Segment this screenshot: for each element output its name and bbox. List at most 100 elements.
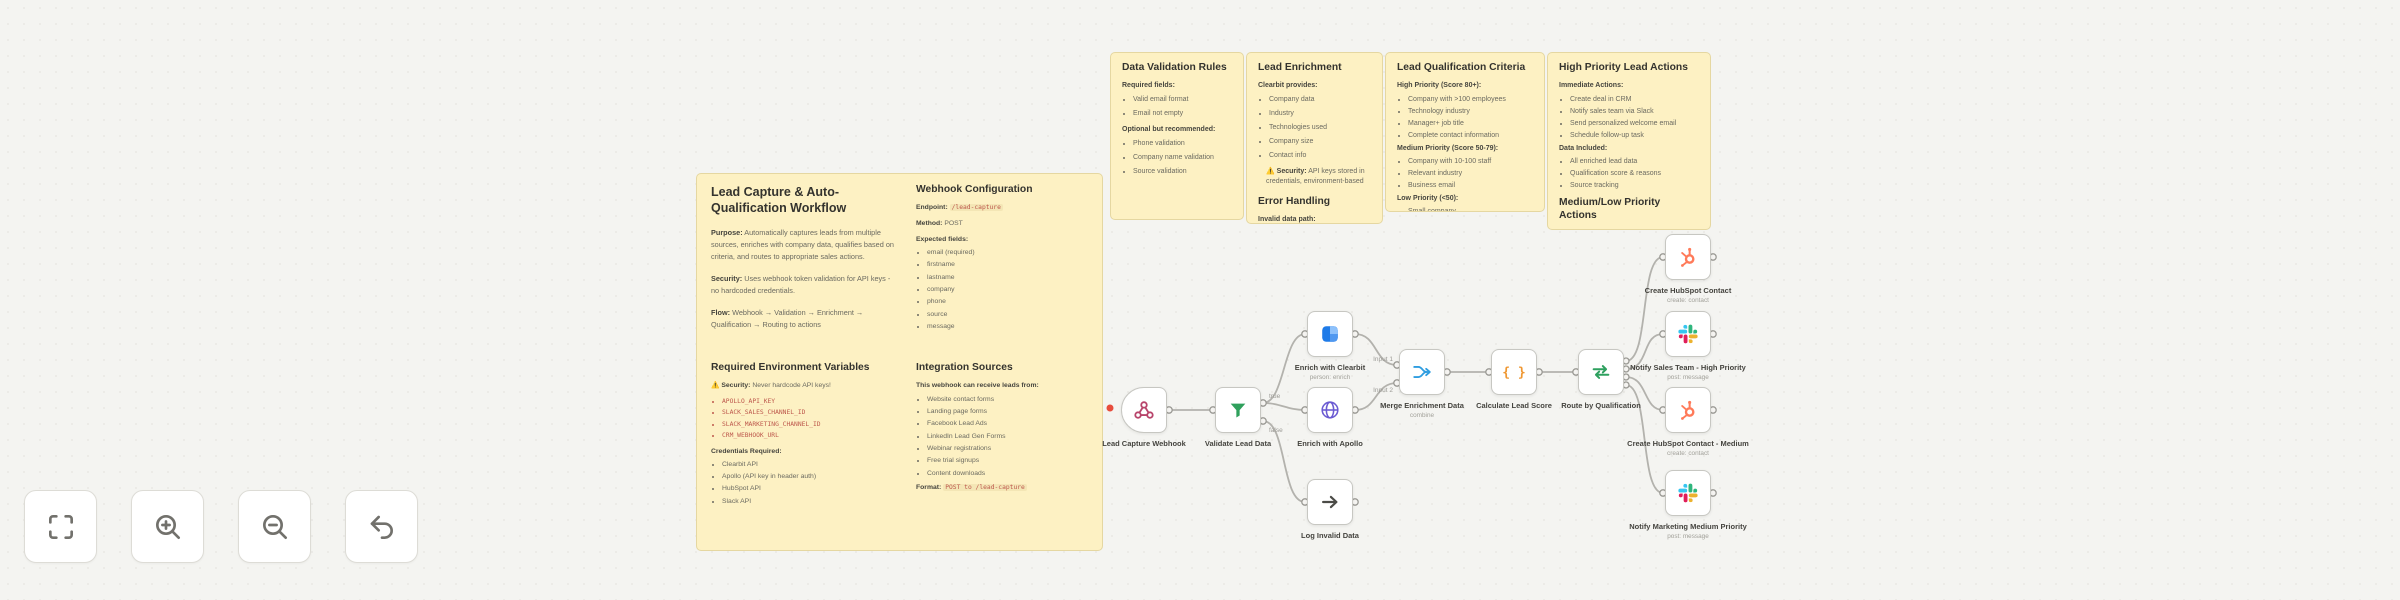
node-enrich-with-clearbit[interactable]: Enrich with Clearbit person: enrich	[1295, 311, 1365, 382]
method-line: Method: POST	[916, 219, 963, 227]
bullet-item: email (required)	[927, 248, 1092, 258]
node-notify-marketing-medium[interactable]: Notify Marketing Medium Priority post: m…	[1629, 470, 1747, 541]
high-actions-heading: High Priority Lead Actions	[1559, 62, 1688, 73]
integrations-intro: This webhook can receive leads from:	[916, 382, 1039, 390]
validation-heading: Data Validation Rules	[1122, 62, 1227, 73]
node-log-invalid-data[interactable]: Log Invalid Data	[1301, 479, 1359, 541]
node-notify-sales-team-high[interactable]: Notify Sales Team - High Priority post: …	[1630, 311, 1746, 382]
bullet-item: Notify sales team via Slack	[1570, 107, 1699, 117]
slack-icon	[1678, 483, 1698, 503]
bullet-item: Create deal in CRM	[1570, 95, 1699, 105]
bullet-item: Source validation	[1133, 167, 1232, 177]
bullet-item: phone	[927, 297, 1092, 307]
data-included-heading: Data Included:	[1559, 145, 1608, 153]
bullet-item: Contact info	[1269, 151, 1371, 161]
sticky-note-enrichment[interactable]: Lead Enrichment Clearbit provides: Compa…	[1246, 52, 1383, 224]
flow-label: Flow:	[711, 307, 731, 317]
http-request-globe-icon	[1321, 401, 1339, 419]
sticky-note-main[interactable]: Lead Capture & Auto-Qualification Workfl…	[696, 173, 1103, 551]
sticky-section-webhook-config: Webhook Configuration Endpoint: /lead-ca…	[916, 184, 1092, 337]
env-var-item: SLACK_SALES_CHANNEL_ID	[722, 408, 905, 417]
bullet-item: All enriched lead data	[1570, 157, 1699, 167]
bullet-item: Content downloads	[927, 469, 1092, 479]
provides-heading: Clearbit provides:	[1258, 82, 1318, 90]
sticky-note-validation-rules[interactable]: Data Validation Rules Required fields: V…	[1110, 52, 1244, 220]
bullet-item: Company with 10-100 staff	[1408, 157, 1533, 167]
node-merge-enrichment-data[interactable]: Merge Enrichment Data combine	[1380, 349, 1464, 420]
low-priority-list: Small companyPersonal emailIrrelevant in…	[1397, 207, 1533, 211]
node-validate-lead-data[interactable]: Validate Lead Data	[1205, 387, 1271, 449]
hubspot-icon	[1681, 247, 1695, 267]
bullet-item: Clearbit API	[722, 460, 905, 470]
node-label: Notify Sales Team - High Priority	[1630, 363, 1746, 372]
bullet-item: Schedule follow-up task	[1570, 131, 1699, 141]
sticky-note-qualification[interactable]: Lead Qualification Criteria High Priorit…	[1385, 52, 1545, 212]
node-label: Log Invalid Data	[1301, 531, 1359, 540]
bullet-item: Small company	[1408, 207, 1533, 211]
node-route-by-qualification[interactable]: Route by Qualification	[1561, 349, 1641, 411]
bullet-item: message	[927, 322, 1092, 332]
node-label: Calculate Lead Score	[1476, 401, 1552, 410]
bullet-item: Business email	[1408, 181, 1533, 191]
required-fields-list: Valid email formatEmail not empty	[1122, 95, 1232, 119]
node-enrich-with-apollo[interactable]: Enrich with Apollo	[1297, 387, 1363, 449]
optional-fields-list: Phone validationCompany name validationS…	[1122, 139, 1232, 177]
env-var-item: APOLLO_API_KEY	[722, 397, 905, 406]
node-subtitle: person: enrich	[1309, 373, 1351, 381]
webhook-status-dot	[1106, 404, 1114, 412]
merge-input1-label: Input 1	[1373, 356, 1393, 363]
zoom-in-button[interactable]	[131, 490, 204, 563]
node-label: Create HubSpot Contact	[1644, 286, 1732, 295]
node-calculate-lead-score[interactable]: { } Calculate Lead Score	[1476, 349, 1552, 411]
webhook-fields-list: email (required)firstnamelastnamecompany…	[916, 248, 1092, 332]
node-label: Enrich with Apollo	[1297, 439, 1363, 448]
enrichment-heading: Lead Enrichment	[1258, 62, 1342, 73]
security-text: Security: Uses webhook token validation …	[711, 273, 891, 295]
bullet-item: Send personalized welcome email	[1570, 119, 1699, 129]
switch-arrows-icon	[1592, 365, 1610, 379]
zoom-to-fit-button[interactable]	[24, 490, 97, 563]
sticky-section-env-vars: Required Environment Variables ⚠️ Securi…	[711, 362, 905, 512]
node-label: Merge Enrichment Data	[1380, 401, 1464, 410]
immediate-actions-heading: Immediate Actions:	[1559, 82, 1624, 90]
optional-fields-heading: Optional but recommended:	[1122, 126, 1216, 134]
bullet-item: Facebook Lead Ads	[927, 419, 1092, 429]
node-lead-capture-webhook[interactable]: Lead Capture Webhook	[1102, 387, 1186, 449]
bullet-item: Complete contact information	[1408, 131, 1533, 141]
slack-icon	[1678, 324, 1698, 344]
node-subtitle: combine	[1409, 411, 1435, 419]
high-priority-list: Company with >100 employeesTechnology in…	[1397, 95, 1533, 142]
filter-icon	[1230, 403, 1246, 418]
bullet-item: firstname	[927, 260, 1092, 270]
error-handling-heading: Error Handling	[1258, 195, 1331, 207]
zoom-out-icon	[262, 514, 287, 539]
data-included-list: All enriched lead dataQualification scor…	[1559, 157, 1699, 191]
bullet-item: LinkedIn Lead Gen Forms	[927, 432, 1092, 442]
node-create-hubspot-contact[interactable]: Create HubSpot Contact create: contact	[1645, 234, 1731, 305]
node-label: Notify Marketing Medium Priority	[1629, 522, 1747, 531]
bullet-item: Company with >100 employees	[1408, 95, 1533, 105]
bullet-item: Relevant industry	[1408, 169, 1533, 179]
bullet-item: Company data	[1269, 95, 1371, 105]
env-vars-heading: Required Environment Variables	[711, 362, 870, 373]
invalid-path-heading: Invalid data path:	[1258, 215, 1316, 223]
flow-text: Flow: Webhook → Validation → Enrichment …	[711, 307, 864, 329]
bullet-item: Webinar registrations	[927, 444, 1092, 454]
undo-button[interactable]	[345, 490, 418, 563]
bullet-item: Apollo (API key in header auth)	[722, 472, 905, 482]
high-priority-heading: High Priority (Score 80+):	[1397, 82, 1482, 90]
bullet-item: Industry	[1269, 109, 1371, 119]
fields-heading: Expected fields:	[916, 235, 969, 243]
node-create-hubspot-contact-medium[interactable]: Create HubSpot Contact - Medium create: …	[1627, 387, 1749, 458]
webhook-icon	[1134, 401, 1154, 419]
zoom-out-button[interactable]	[238, 490, 311, 563]
bullet-item: source	[927, 310, 1092, 320]
bullet-item: Valid email format	[1133, 95, 1232, 105]
sticky-note-lead-actions[interactable]: High Priority Lead Actions Immediate Act…	[1547, 52, 1711, 230]
credentials-heading: Credentials Required:	[711, 447, 782, 455]
required-fields-heading: Required fields:	[1122, 82, 1175, 90]
credentials-list: Clearbit API Apollo (API key in header au…	[711, 460, 905, 507]
env-warning: ⚠️ Security: Never hardcode API keys!	[711, 382, 831, 390]
code-braces-icon: { }	[1502, 366, 1525, 381]
